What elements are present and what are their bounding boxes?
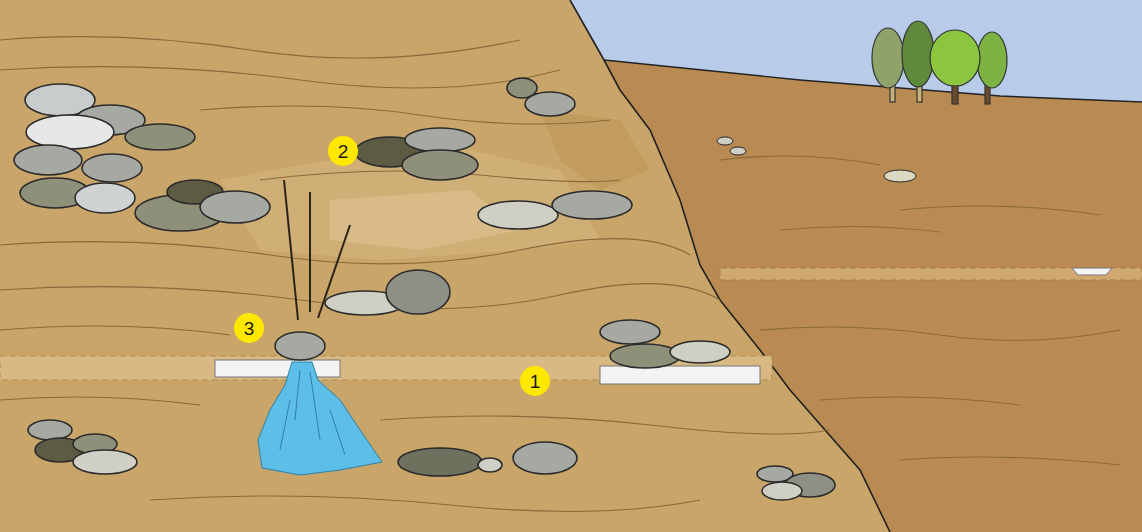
spring-water <box>280 370 345 455</box>
pipe-layer <box>720 268 1142 280</box>
rocks <box>14 145 82 175</box>
trees <box>930 30 980 86</box>
rocks <box>200 191 270 223</box>
spring-water <box>258 362 382 475</box>
rocks <box>610 344 680 368</box>
rocks <box>386 270 450 314</box>
ground <box>604 60 1142 532</box>
rocks <box>125 124 195 150</box>
rock-layers <box>780 226 940 232</box>
rocks <box>275 332 325 360</box>
rocks <box>82 154 142 182</box>
pipe-layer <box>1072 268 1112 275</box>
rocks <box>717 137 733 145</box>
rock-layers <box>0 326 230 335</box>
pipe-layer <box>215 360 340 377</box>
rock-layers <box>900 206 1100 215</box>
callout-marker: 3 <box>234 313 264 343</box>
callout-marker: 2 <box>328 136 358 166</box>
rocks <box>478 201 558 229</box>
rock-layers <box>0 67 560 88</box>
rocks <box>525 92 575 116</box>
rocks <box>884 170 916 182</box>
rocks <box>73 450 137 474</box>
rock-layers <box>150 496 700 511</box>
pipe-layer <box>600 366 760 384</box>
rocks <box>398 448 482 476</box>
callout-number: 1 <box>530 372 541 391</box>
callout-marker: 1 <box>520 366 550 396</box>
rocks <box>552 191 632 219</box>
rocks <box>478 458 502 472</box>
plant-stems <box>284 180 298 320</box>
rocks <box>402 150 478 180</box>
rocks <box>405 128 475 152</box>
trees <box>902 21 934 87</box>
rocks <box>762 482 802 500</box>
rocks <box>730 147 746 155</box>
rocks <box>600 320 660 344</box>
rock-layers <box>720 156 880 165</box>
rock-layers <box>900 457 1120 465</box>
rocks <box>14 78 916 500</box>
rock-layers <box>380 416 830 434</box>
callout-number: 2 <box>338 142 349 161</box>
rock-layers <box>220 150 600 260</box>
trees <box>977 32 1007 88</box>
rock-layers <box>0 37 520 58</box>
spring-water <box>258 362 382 475</box>
rocks <box>513 442 577 474</box>
pipe-layer <box>0 268 1142 384</box>
plant-stems <box>309 192 311 312</box>
rock-layers <box>760 327 1120 340</box>
trees <box>872 21 1007 104</box>
callout-number: 3 <box>244 319 255 338</box>
trees <box>872 28 904 88</box>
rocks <box>26 115 114 149</box>
rocks <box>28 420 72 440</box>
rock-layers <box>0 397 200 405</box>
rocks <box>75 183 135 213</box>
ground <box>570 0 890 532</box>
rocks <box>670 341 730 363</box>
rock-layers <box>820 397 1020 405</box>
